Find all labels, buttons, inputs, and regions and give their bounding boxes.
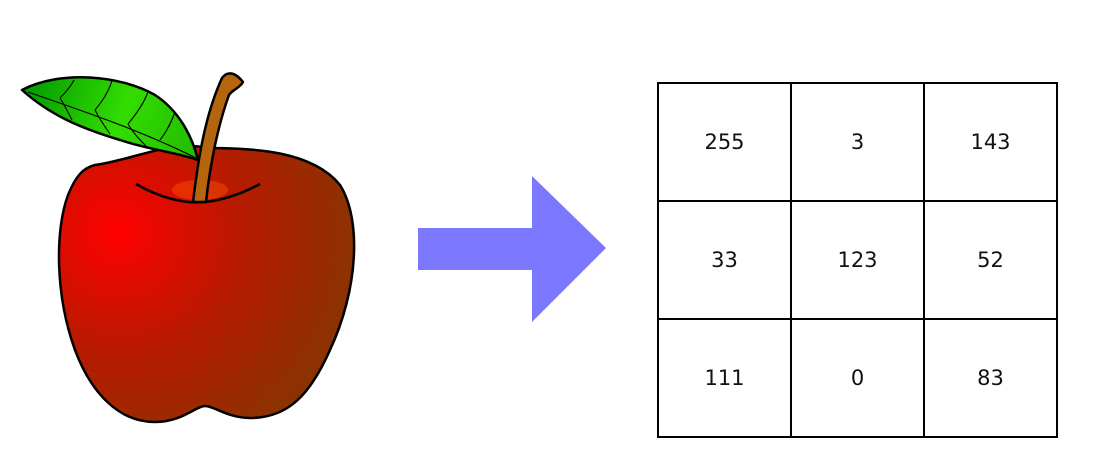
grid-cell: 255 xyxy=(657,82,792,202)
grid-row: 255 3 143 xyxy=(657,82,1058,202)
right-arrow-icon xyxy=(418,176,606,322)
grid-row: 111 0 83 xyxy=(657,318,1058,438)
grid-cell: 111 xyxy=(657,318,792,438)
grid-cell: 52 xyxy=(923,200,1058,320)
grid-cell: 0 xyxy=(790,318,925,438)
grid-cell: 143 xyxy=(923,82,1058,202)
grid-cell: 123 xyxy=(790,200,925,320)
apple-icon xyxy=(20,72,356,424)
grid-cell: 3 xyxy=(790,82,925,202)
pixel-value-grid: 255 3 143 33 123 52 111 0 83 xyxy=(657,82,1058,438)
apple-leaf xyxy=(20,76,200,162)
arrow-shape xyxy=(418,176,606,322)
apple-body xyxy=(57,144,356,424)
leaf-veins xyxy=(27,79,197,159)
grid-cell: 83 xyxy=(923,318,1058,438)
apple-stem xyxy=(191,72,245,204)
grid-cell: 33 xyxy=(657,200,792,320)
grid-row: 33 123 52 xyxy=(657,200,1058,320)
